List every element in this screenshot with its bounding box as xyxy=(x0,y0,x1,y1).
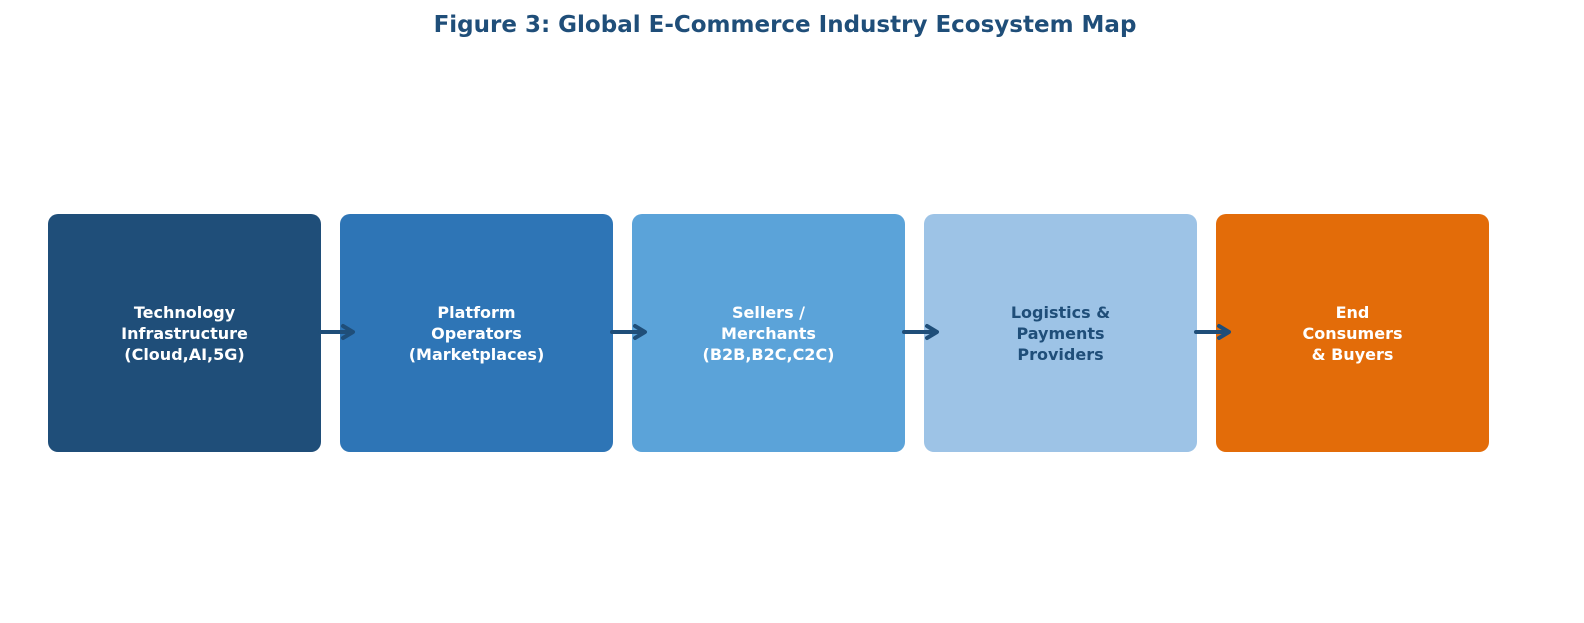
node-label: End Consumers & Buyers xyxy=(1302,302,1403,364)
node-label: Platform Operators (Marketplaces) xyxy=(408,302,545,364)
node-technology-infrastructure: Technology Infrastructure (Cloud,AI,5G) xyxy=(48,214,321,452)
node-sellers-merchants: Sellers / Merchants (B2B,B2C,C2C) xyxy=(632,214,905,452)
node-label: Sellers / Merchants (B2B,B2C,C2C) xyxy=(702,302,835,364)
figure-title: Figure 3: Global E-Commerce Industry Eco… xyxy=(433,12,1137,38)
node-end-consumers: End Consumers & Buyers xyxy=(1216,214,1489,452)
node-platform-operators: Platform Operators (Marketplaces) xyxy=(340,214,613,452)
node-label: Logistics & Payments Providers xyxy=(1010,302,1111,364)
node-label: Technology Infrastructure (Cloud,AI,5G) xyxy=(121,302,248,364)
node-logistics-payments: Logistics & Payments Providers xyxy=(924,214,1197,452)
